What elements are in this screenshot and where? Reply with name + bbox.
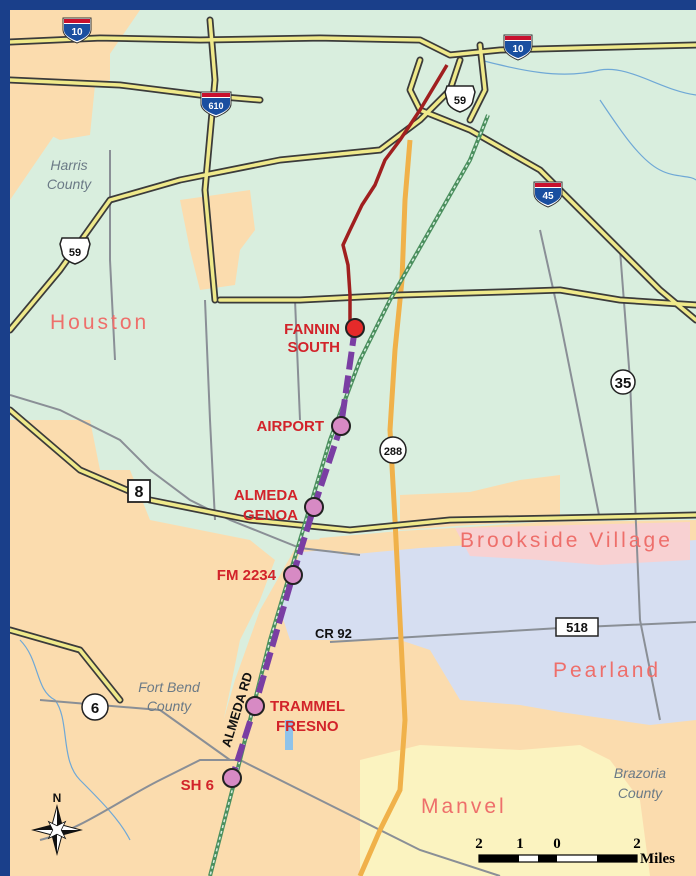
svg-text:2: 2 <box>475 836 483 852</box>
svg-text:8: 8 <box>135 484 144 501</box>
pearland-label: Pearland <box>553 659 661 682</box>
station-almeda-genoa[interactable]: ALMEDA GENOA <box>234 487 324 524</box>
southside-area <box>180 190 255 290</box>
station-label: AIRPORT <box>257 418 325 435</box>
compass-rose: N <box>31 791 83 856</box>
manvel-label: Manvel <box>421 795 507 818</box>
interstate-10-shield-b: 10 <box>503 34 533 61</box>
svg-text:Miles: Miles <box>640 851 675 867</box>
harris-county-label-1: Harris <box>50 157 87 173</box>
manvel-area <box>360 745 650 876</box>
station-airport[interactable]: AIRPORT <box>257 416 351 436</box>
station-label: SH 6 <box>181 777 214 794</box>
fort-bend-county-label-1: Fort Bend <box>138 679 201 695</box>
station-label: GENOA <box>243 507 298 524</box>
fm-518-marker: 518 <box>555 617 599 637</box>
svg-text:10: 10 <box>71 27 83 38</box>
svg-text:610: 610 <box>208 101 223 111</box>
station-marker <box>283 565 303 585</box>
station-marker <box>245 696 265 716</box>
svg-text:10: 10 <box>512 44 524 55</box>
harris-county-label-2: County <box>47 176 92 192</box>
station-marker <box>331 416 351 436</box>
fort-bend-county-label-2: County <box>147 698 192 714</box>
lake <box>285 720 293 750</box>
cr-92-label: CR 92 <box>315 626 352 641</box>
svg-text:45: 45 <box>542 191 554 202</box>
svg-text:6: 6 <box>91 700 99 717</box>
existing-rail-route <box>341 64 449 328</box>
us-59-shield-a: 59 <box>444 85 476 113</box>
bayou-line-2 <box>599 99 696 181</box>
sh-6-marker: 6 <box>81 693 109 721</box>
bayou-line <box>479 59 696 96</box>
station-sh-6[interactable]: SH 6 <box>181 768 242 794</box>
station-label: FANNIN <box>284 321 340 338</box>
missouri-city-area <box>10 420 275 876</box>
station-marker <box>304 497 324 517</box>
svg-text:59: 59 <box>454 95 466 107</box>
compass-north-label: N <box>53 791 62 805</box>
us-59-shield-b: 59 <box>59 237 91 265</box>
svg-text:35: 35 <box>615 375 632 392</box>
station-label: ALMEDA <box>234 487 298 504</box>
svg-text:59: 59 <box>69 247 81 259</box>
freeways <box>10 16 696 704</box>
svg-text:518: 518 <box>566 620 588 635</box>
station-trammel-fresno[interactable]: TRAMMEL FRESNO <box>245 696 345 735</box>
svg-text:0: 0 <box>553 836 561 852</box>
brookside-village-area <box>455 522 690 565</box>
sh-288-line <box>357 139 413 876</box>
brookside-village-label: Brookside Village <box>460 529 673 552</box>
station-label: FM 2234 <box>217 567 277 584</box>
scale-bar: 2 1 0 2 Miles <box>475 836 675 867</box>
station-fannin-south[interactable]: FANNIN SOUTH <box>284 318 365 356</box>
station-fm-2234[interactable]: FM 2234 <box>217 565 303 585</box>
station-marker <box>222 768 242 788</box>
svg-text:1: 1 <box>516 836 524 852</box>
brazoria-county-label-1: Brazoria <box>614 765 666 781</box>
svg-text:2: 2 <box>633 836 641 852</box>
station-label: SOUTH <box>288 339 341 356</box>
station-label: TRAMMEL <box>270 698 345 715</box>
svg-text:288: 288 <box>384 446 402 458</box>
sh-288-marker: 288 <box>379 436 407 464</box>
station-label: FRESNO <box>276 718 339 735</box>
interstate-610-shield: 610 <box>200 91 232 118</box>
station-marker <box>345 318 365 338</box>
interstate-10-shield-a: 10 <box>62 17 92 44</box>
brazoria-county-label-2: County <box>618 785 663 801</box>
proposed-extension <box>229 327 358 779</box>
beltway-8-marker: 8 <box>127 479 151 503</box>
sh-35-marker: 35 <box>610 369 636 395</box>
bayou-line-3 <box>19 639 131 841</box>
interstate-45-shield: 45 <box>533 181 563 208</box>
houston-label: Houston <box>50 311 149 334</box>
